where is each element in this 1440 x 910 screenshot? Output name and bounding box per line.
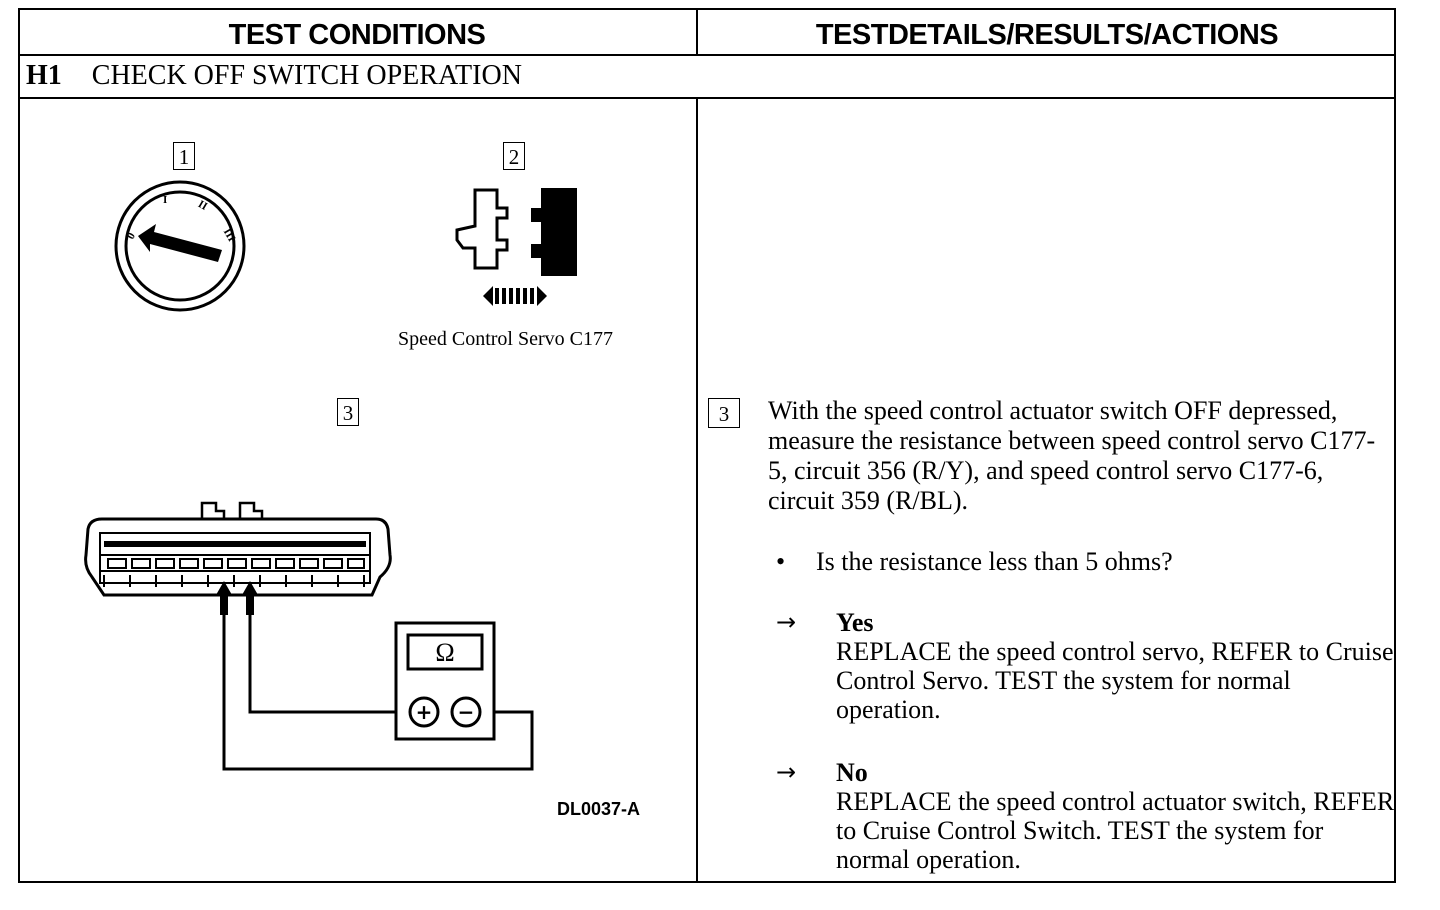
- step-title: H1 CHECK OFF SWITCH OPERATION: [26, 60, 522, 92]
- question-row: • Is the resistance less than 5 ohms?: [776, 547, 1173, 577]
- connector-separation-illustration: [455, 188, 577, 306]
- callout-3: 3: [337, 398, 359, 426]
- figure-id: DL0037-A: [557, 799, 641, 819]
- test-table: [18, 8, 1396, 883]
- header-column-divider: [696, 8, 698, 56]
- connector-caption: Speed Control Servo C177: [398, 328, 613, 350]
- test-details-header: TESTDETAILS/RESULTS/ACTIONS: [815, 19, 1279, 51]
- yes-arrow: →: [776, 608, 797, 636]
- ignition-position-1: I: [163, 194, 167, 206]
- test-conditions-header: TEST CONDITIONS: [228, 19, 486, 51]
- bullet-glyph: •: [776, 547, 786, 576]
- callout-2: 2: [503, 142, 525, 170]
- no-action: REPLACE the speed control actuator switc…: [836, 787, 1395, 874]
- detail-step-number: 3: [708, 398, 740, 428]
- no-label: No: [836, 758, 868, 787]
- yes-answer: Yes REPLACE the speed control servo, REF…: [836, 608, 1396, 724]
- ignition-position-0: 0: [125, 230, 138, 241]
- yes-label: Yes: [836, 608, 874, 637]
- question-text: Is the resistance less than 5 ohms?: [816, 547, 1173, 576]
- instruction-text: With the speed control actuator switch O…: [768, 396, 1376, 515]
- resistance-test-illustration: Ω + −: [84, 501, 534, 771]
- step-code: H1: [26, 60, 62, 91]
- ignition-position-3: III: [221, 227, 238, 244]
- plus-terminal: +: [416, 700, 433, 724]
- no-arrow: →: [776, 758, 797, 786]
- body-column-divider: [696, 97, 698, 883]
- header-divider: [18, 54, 1396, 56]
- minus-terminal: −: [458, 700, 475, 724]
- callout-1: 1: [173, 142, 195, 170]
- title-divider: [18, 97, 1396, 99]
- step-title-text: CHECK OFF SWITCH OPERATION: [91, 60, 522, 91]
- ignition-switch-illustration: 0 I II III: [114, 180, 246, 312]
- ohm-symbol: Ω: [435, 638, 454, 667]
- no-answer: No REPLACE the speed control actuator sw…: [836, 758, 1396, 874]
- yes-action: REPLACE the speed control servo, REFER t…: [836, 637, 1394, 724]
